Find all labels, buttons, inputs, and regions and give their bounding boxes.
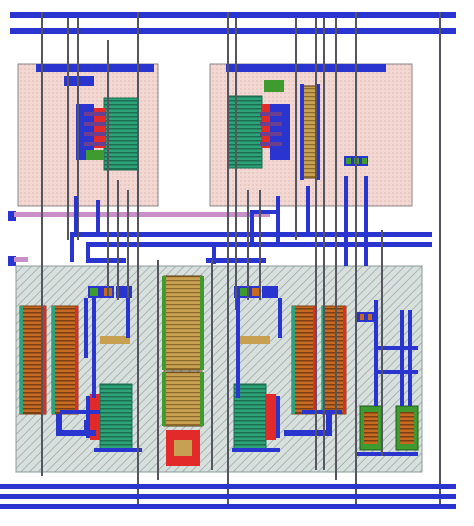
- bottom-rail-2: [0, 494, 456, 499]
- bottom-rail-1: [0, 484, 456, 489]
- top-rail-1: [10, 12, 456, 18]
- resistor-col-2: [51, 305, 79, 415]
- top-rail-2: [10, 28, 456, 34]
- left-green-device: [99, 383, 133, 451]
- resistor-col-3: [291, 305, 317, 415]
- tl-transistor: [103, 97, 139, 171]
- bottom-transistor-array: [15, 265, 423, 473]
- bottom-rail-3: [0, 504, 456, 509]
- vertical-lines: [41, 12, 441, 506]
- center-resistor: [163, 275, 203, 371]
- resistor-col-4: [321, 305, 347, 415]
- bottom-routing: [56, 410, 342, 452]
- bottom-power-rails: [0, 484, 456, 509]
- tr-resistor-strip: [301, 85, 317, 179]
- top-power-rails: [10, 12, 456, 34]
- implant-bar: [8, 211, 270, 266]
- tr-transistor: [227, 95, 263, 169]
- top-right-well-block: [209, 63, 413, 207]
- vertical-blue-lines: [74, 176, 412, 406]
